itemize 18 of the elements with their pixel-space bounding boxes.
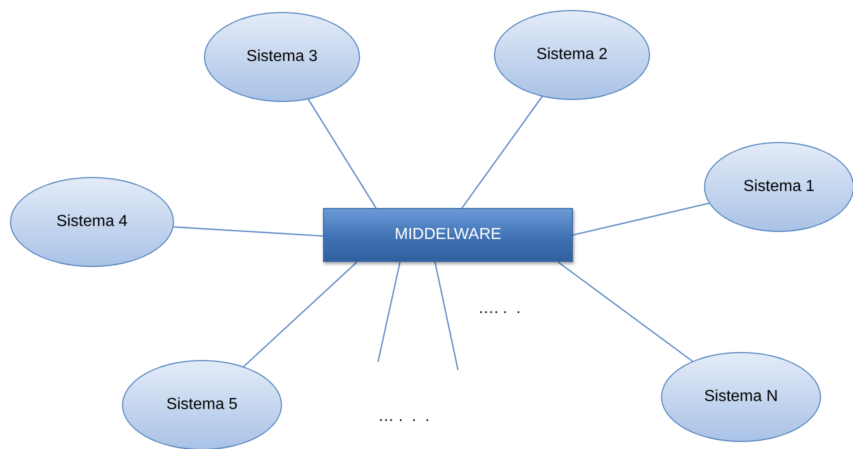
connector-line xyxy=(558,261,693,362)
node-label: Sistema 2 xyxy=(536,46,608,64)
ellipsis-label: …. . . xyxy=(478,300,521,318)
node-label: MIDDELWARE xyxy=(394,226,502,244)
node-label: Sistema 5 xyxy=(166,396,238,414)
ellipsis-label: … . . . xyxy=(378,408,430,426)
node-label: Sistema N xyxy=(704,388,778,406)
connector-line xyxy=(377,262,401,362)
connector-line xyxy=(434,262,459,370)
connector-line xyxy=(572,202,710,236)
connector-line xyxy=(173,226,324,237)
connector-line xyxy=(243,262,358,368)
connector-line xyxy=(308,99,377,208)
node-label: Sistema 3 xyxy=(246,48,318,66)
connector-line xyxy=(461,96,543,208)
node-label: Sistema 4 xyxy=(56,213,128,231)
middleware-box xyxy=(323,208,573,262)
node-label: Sistema 1 xyxy=(743,178,815,196)
